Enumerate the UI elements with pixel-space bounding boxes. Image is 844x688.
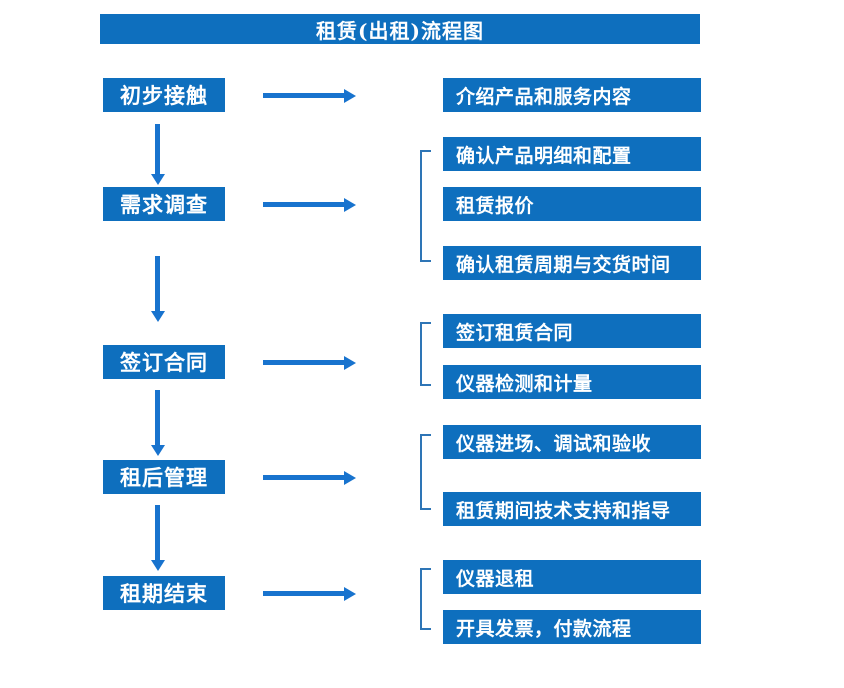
output-box-4-1: 仪器进场、调试和验收	[443, 425, 701, 459]
right-arrow-icon-2	[263, 197, 356, 212]
bracket-icon-group-3	[420, 322, 431, 386]
down-arrow-icon-3	[150, 390, 165, 456]
page-title: 租赁(出租)流程图	[316, 18, 484, 43]
bracket-icon-group-5	[420, 568, 431, 630]
output-box-2-2: 租赁报价	[443, 187, 701, 221]
output-box-1-1: 介绍产品和服务内容	[443, 78, 701, 112]
right-arrow-icon-5	[263, 586, 356, 601]
output-box-3-2: 仪器检测和计量	[443, 365, 701, 399]
bracket-icon-group-4	[420, 434, 431, 510]
stage-box-5: 租期结束	[103, 576, 225, 610]
down-arrow-icon-1	[150, 124, 165, 185]
output-box-5-1: 仪器退租	[443, 560, 701, 594]
down-arrow-icon-2	[150, 256, 165, 322]
output-box-3-1: 签订租赁合同	[443, 314, 701, 348]
stage-box-1: 初步接触	[103, 78, 225, 112]
right-arrow-icon-3	[263, 355, 356, 370]
stage-box-2: 需求调查	[103, 187, 225, 221]
stage-box-3: 签订合同	[103, 345, 225, 379]
output-box-2-3: 确认租赁周期与交货时间	[443, 246, 701, 280]
bracket-icon-group-2	[420, 150, 431, 262]
title-bar: 租赁(出租)流程图	[100, 14, 700, 44]
output-box-5-2: 开具发票，付款流程	[443, 610, 701, 644]
output-box-4-2: 租赁期间技术支持和指导	[443, 492, 701, 526]
down-arrow-icon-4	[150, 505, 165, 571]
stage-box-4: 租后管理	[103, 460, 225, 494]
right-arrow-icon-4	[263, 470, 356, 485]
right-arrow-icon-1	[263, 88, 356, 103]
output-box-2-1: 确认产品明细和配置	[443, 137, 701, 171]
